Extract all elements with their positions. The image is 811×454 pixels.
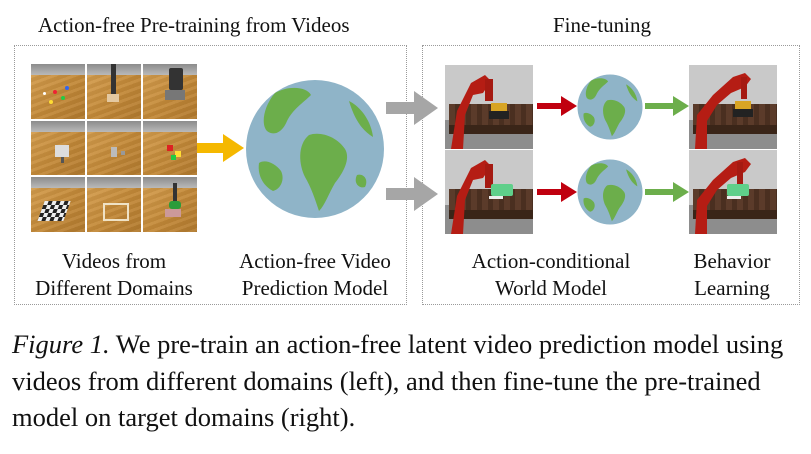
video-thumbnail [87,64,141,119]
video-thumbnail [143,64,197,119]
red-arrow-bottom [537,182,577,202]
robot-scene-behavior-bottom [689,150,777,234]
video-model-label-line-1: Action-free Video [239,249,391,273]
videos-label-line-1: Videos from [61,249,167,273]
world-model-label: Action-conditional World Model [456,248,646,302]
video-thumbnail [31,64,85,119]
robot-scene-world-model-top [445,65,533,149]
green-arrow-bottom [645,182,689,202]
transfer-arrow-top [386,91,438,125]
video-thumbnail [87,177,141,232]
video-thumbnail [143,120,197,176]
figure-caption-text: We pre-train an action-free latent video… [12,329,784,432]
video-thumbnail [31,120,85,176]
transfer-arrow-bottom [386,177,438,211]
finetuning-title: Fine-tuning [553,13,651,37]
robot-scene-world-model-bottom [445,150,533,234]
red-arrow-top [537,96,577,116]
world-model-label-line-2: World Model [494,276,608,300]
behavior-label-line-2: Learning [694,276,770,300]
videos-label-line-2: Different Domains [35,276,193,300]
video-prediction-model-globe-icon [246,80,384,218]
world-model-globe-icon-bottom [577,159,643,225]
world-model-label-line-1: Action-conditional [471,249,631,273]
behavior-label-line-1: Behavior [693,249,771,273]
robot-scene-behavior-top [689,65,777,149]
video-model-label: Action-free Video Prediction Model [225,248,405,302]
video-thumbnail [143,177,197,232]
video-thumbnail-grid [31,64,197,232]
pretraining-title: Action-free Pre-training from Videos [38,13,350,37]
world-model-globe-icon-top [577,74,643,140]
finetuning-panel [422,45,800,305]
video-thumbnail [87,120,141,176]
video-thumbnail [31,177,85,232]
videos-label: Videos from Different Domains [31,248,197,302]
pretrain-arrow [197,134,244,162]
green-arrow-top [645,96,689,116]
figure-label: Figure 1. [12,329,110,359]
behavior-label: Behavior Learning [676,248,788,302]
video-model-label-line-2: Prediction Model [241,276,389,300]
pretraining-panel [14,45,407,305]
figure-caption: Figure 1. We pre-train an action-free la… [12,326,802,436]
